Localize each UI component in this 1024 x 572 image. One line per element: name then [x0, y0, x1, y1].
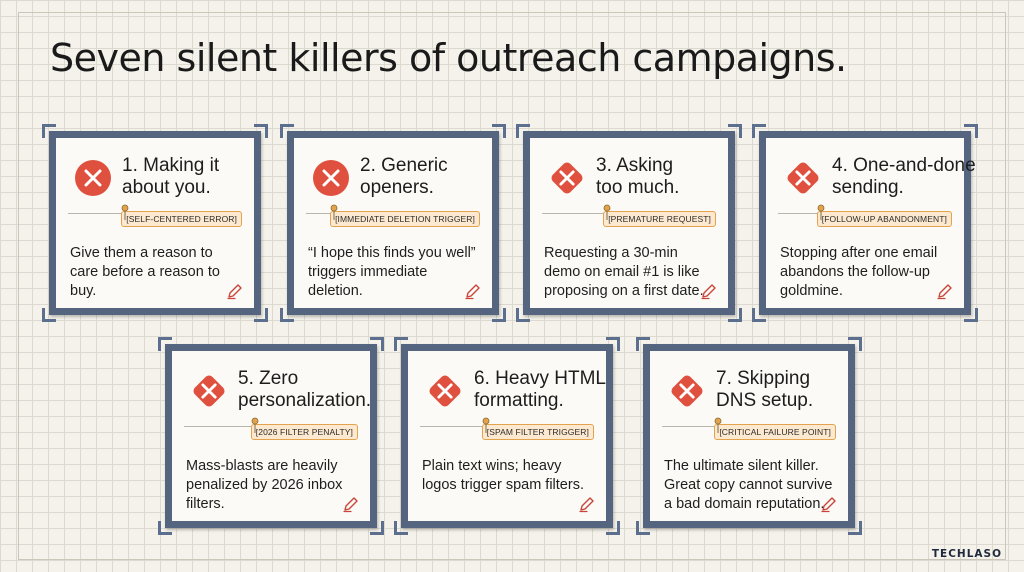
- brand-logo: TECHLASO: [931, 548, 1002, 560]
- corner-bracket: [394, 337, 408, 351]
- corner-bracket: [492, 124, 506, 138]
- pencil-icon: [820, 495, 838, 513]
- pushpin-icon: [714, 417, 722, 433]
- corner-bracket: [964, 124, 978, 138]
- corner-bracket: [492, 308, 506, 322]
- x-circle-icon: [312, 159, 350, 197]
- corner-bracket: [370, 521, 384, 535]
- corner-bracket: [752, 124, 766, 138]
- corner-bracket: [42, 308, 56, 322]
- card-body: Stopping after one email abandons the fo…: [780, 245, 938, 299]
- corner-bracket: [158, 337, 172, 351]
- pencil-icon: [226, 282, 244, 300]
- corner-bracket: [254, 124, 268, 138]
- corner-bracket: [848, 337, 862, 351]
- error-tag: [2026 FILTER PENALTY]: [250, 424, 358, 440]
- corner-bracket: [158, 521, 172, 535]
- page-frame: [18, 12, 1006, 560]
- error-tag: [SELF-CENTERED ERROR]: [121, 211, 242, 227]
- card-body: Give them a reason to care before a reas…: [70, 245, 220, 299]
- pushpin-icon: [817, 204, 825, 220]
- pencil-icon: [936, 282, 954, 300]
- x-diamond-icon: [426, 372, 464, 410]
- corner-bracket: [42, 124, 56, 138]
- x-diamond-icon: [190, 372, 228, 410]
- card-body: The ultimate silent killer. Great copy c…: [664, 458, 833, 512]
- corner-bracket: [280, 308, 294, 322]
- pushpin-icon: [121, 204, 129, 220]
- error-tag: [FOLLOW-UP ABANDONMENT]: [816, 211, 952, 227]
- error-tag: [IMMEDIATE DELETION TRIGGER]: [330, 211, 480, 227]
- x-diamond-icon: [784, 159, 822, 197]
- corner-bracket: [728, 124, 742, 138]
- pushpin-icon: [330, 204, 338, 220]
- x-diamond-icon: [668, 372, 706, 410]
- corner-bracket: [848, 521, 862, 535]
- x-circle-icon: [74, 159, 112, 197]
- pushpin-icon: [482, 417, 490, 433]
- error-tag: [SPAM FILTER TRIGGER]: [481, 424, 594, 440]
- corner-bracket: [752, 308, 766, 322]
- corner-bracket: [516, 308, 530, 322]
- x-diamond-icon: [548, 159, 586, 197]
- corner-bracket: [370, 337, 384, 351]
- card-body: Plain text wins; heavy logos trigger spa…: [422, 458, 584, 493]
- pushpin-icon: [251, 417, 259, 433]
- corner-bracket: [516, 124, 530, 138]
- card-body: Mass-blasts are heavily penalized by 202…: [186, 458, 343, 512]
- error-tag: [CRITICAL FAILURE POINT]: [714, 424, 836, 440]
- corner-bracket: [606, 337, 620, 351]
- corner-bracket: [254, 308, 268, 322]
- corner-bracket: [636, 521, 650, 535]
- corner-bracket: [606, 521, 620, 535]
- corner-bracket: [280, 124, 294, 138]
- error-tag: [PREMATURE REQUEST]: [603, 211, 716, 227]
- corner-bracket: [394, 521, 408, 535]
- card-body: Requesting a 30-min demo on email #1 is …: [544, 245, 704, 299]
- page-title: Seven silent killers of outreach campaig…: [50, 36, 847, 80]
- corner-bracket: [636, 337, 650, 351]
- pushpin-icon: [603, 204, 611, 220]
- card-body: “I hope this finds you well” triggers im…: [308, 245, 476, 299]
- pencil-icon: [578, 495, 596, 513]
- pencil-icon: [342, 495, 360, 513]
- pencil-icon: [700, 282, 718, 300]
- pencil-icon: [464, 282, 482, 300]
- corner-bracket: [964, 308, 978, 322]
- corner-bracket: [728, 308, 742, 322]
